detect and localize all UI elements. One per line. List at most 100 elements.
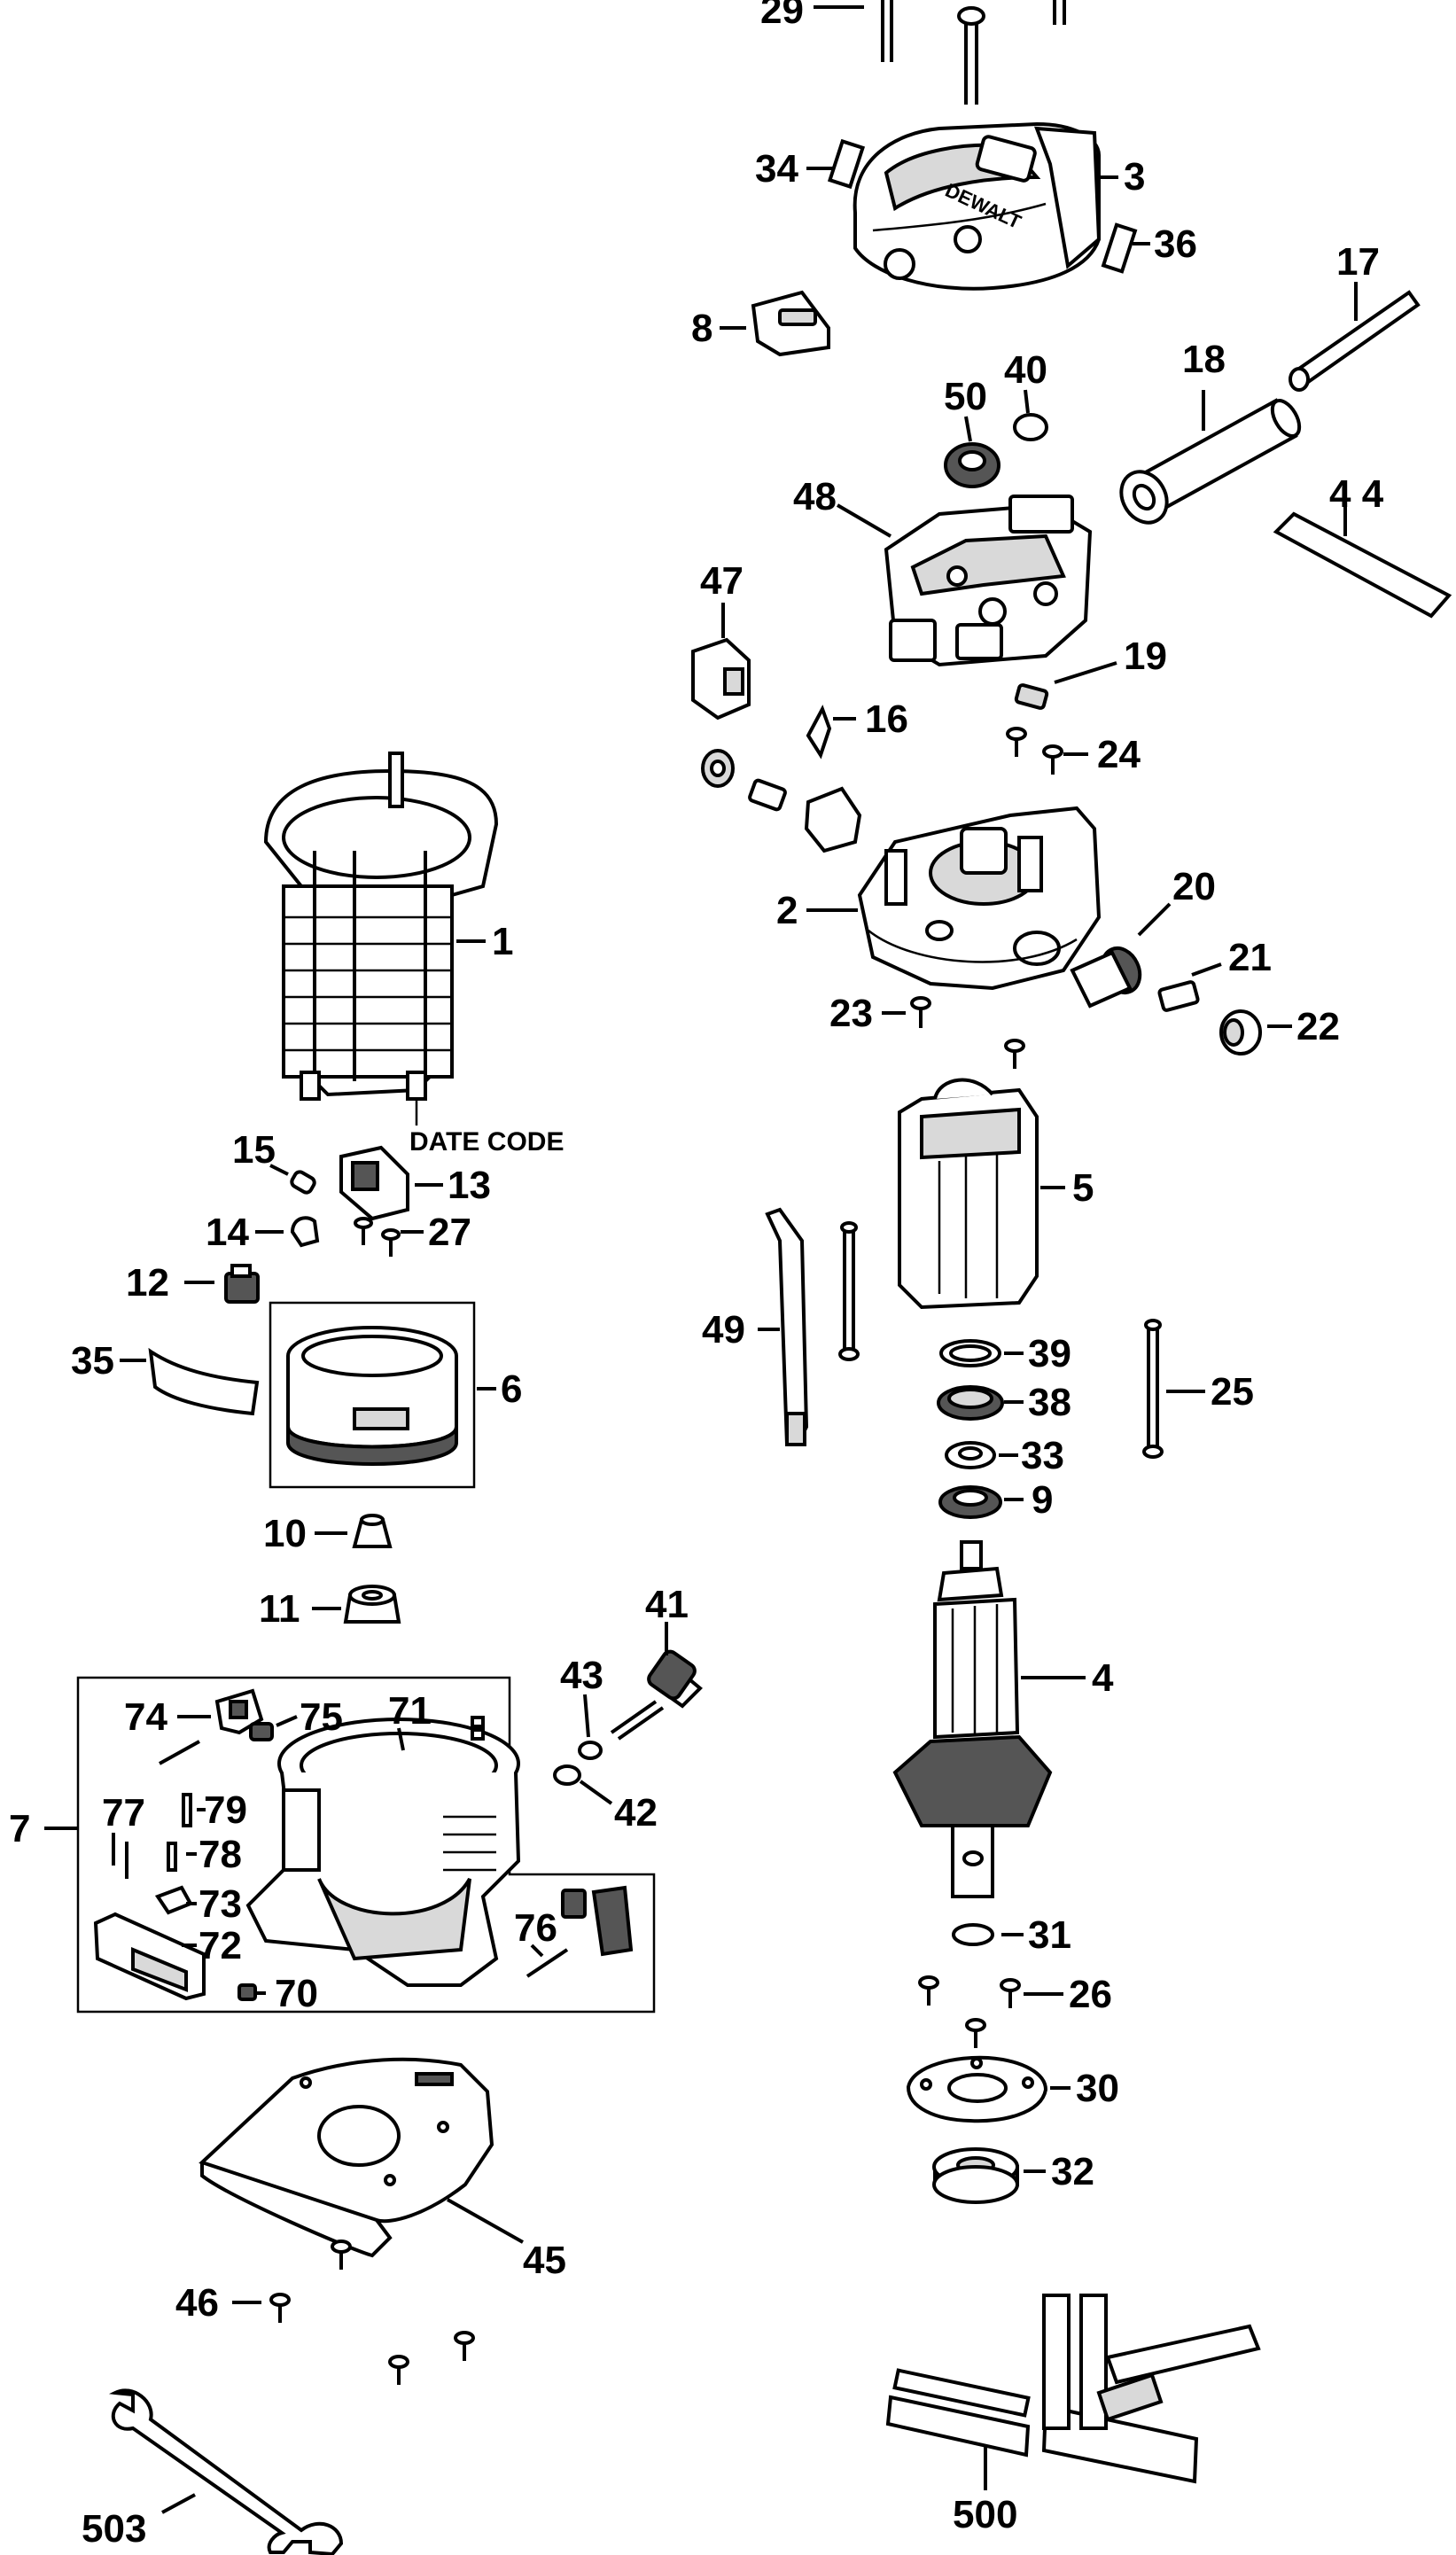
label-4: 4: [1092, 1656, 1114, 1700]
label-49: 49: [702, 1308, 745, 1352]
label-34: 34: [755, 147, 798, 191]
label-70: 70: [275, 1972, 318, 2015]
label-50: 50: [944, 375, 987, 418]
label-17: 17: [1336, 240, 1380, 284]
label-46: 46: [175, 2281, 219, 2325]
part-71-plunge-base: [245, 1716, 521, 1987]
part-70-screw: [237, 1983, 257, 2001]
part-35-label: [148, 1347, 260, 1416]
label-35: 35: [71, 1339, 114, 1383]
label-71: 71: [388, 1689, 432, 1733]
part-72-handle: [93, 1912, 206, 2001]
part-29-rods: [881, 0, 1066, 105]
part-50-gear: [944, 442, 1001, 488]
part-1-fixed-base: [263, 752, 499, 1101]
part-6-adjustment-ring: [286, 1326, 458, 1466]
label-44: 4 4: [1329, 472, 1384, 516]
part-503-wrench: [108, 2388, 344, 2555]
label-1: 1: [492, 920, 513, 963]
label-16: 16: [865, 697, 908, 741]
part-38-bearing-holder: [937, 1385, 1004, 1421]
label-77: 77: [102, 1791, 145, 1834]
label-14: 14: [206, 1211, 249, 1254]
label-40: 40: [1004, 348, 1047, 392]
label-15: 15: [232, 1128, 276, 1172]
label-5: 5: [1072, 1166, 1094, 1210]
part-9-bearing: [938, 1485, 1002, 1519]
part-5-stator: [898, 1078, 1039, 1310]
label-19: 19: [1124, 635, 1167, 678]
label-6: 6: [501, 1367, 522, 1411]
part-25-screw: [1142, 1319, 1164, 1459]
part-32-spacer: [932, 2147, 1019, 2204]
label-79: 79: [204, 1788, 247, 1832]
label-39: 39: [1028, 1332, 1071, 1375]
part-screw-stator-top: [1004, 1039, 1025, 1069]
label-42: 42: [614, 1791, 658, 1834]
label-2: 2: [776, 889, 798, 932]
part-7-assembly-box: [76, 1676, 656, 2014]
part-6-box: [269, 1301, 476, 1489]
part-39-ring: [939, 1339, 1001, 1367]
label-10: 10: [263, 1512, 307, 1555]
date-code-label: DATE CODE: [409, 1127, 564, 1157]
part-48-gear-housing: [884, 495, 1093, 667]
label-26: 26: [1069, 1973, 1112, 2016]
label-43: 43: [560, 1654, 603, 1697]
label-75: 75: [300, 1695, 343, 1739]
label-47: 47: [700, 559, 744, 603]
part-42-washer: [553, 1764, 581, 1786]
label-27: 27: [428, 1211, 471, 1254]
part-76-release: [526, 1885, 634, 1978]
part-44-label: [1273, 511, 1452, 619]
part-27-screws: [354, 1217, 401, 1257]
label-12: 12: [126, 1261, 169, 1305]
part-74-pin: [159, 1740, 200, 1765]
part-19-clip: [1014, 683, 1049, 710]
part-24-screws: [1006, 727, 1063, 775]
part-31-snap-ring: [952, 1923, 994, 1946]
part-2-brush-housing: [857, 806, 1102, 991]
part-13-clamp: [339, 1145, 409, 1221]
label-73: 73: [199, 1882, 242, 1926]
part-30-bearing-plate: [906, 2055, 1048, 2123]
part-16-clip: [806, 705, 832, 759]
part-21-brush: [1157, 980, 1200, 1012]
part-17-rod: [1289, 290, 1421, 392]
label-32: 32: [1051, 2150, 1094, 2193]
part-33-washer: [945, 1441, 996, 1469]
label-48: 48: [793, 475, 837, 518]
part-49-bracket: [765, 1207, 860, 1446]
part-brush-parts-left: [701, 749, 862, 853]
label-78: 78: [199, 1833, 242, 1876]
part-73-latch: [154, 1885, 193, 1915]
part-12-knob: [224, 1264, 260, 1304]
part-10-collet: [352, 1514, 393, 1548]
part-79-pin: [182, 1793, 192, 1827]
label-18: 18: [1182, 338, 1226, 381]
label-31: 31: [1028, 1913, 1071, 1957]
label-41: 41: [645, 1583, 689, 1626]
part-78-pin: [167, 1842, 177, 1872]
part-20-brush-cap: [1070, 946, 1142, 1009]
label-7: 7: [9, 1807, 30, 1850]
label-36: 36: [1154, 222, 1197, 266]
part-75-spring: [249, 1722, 274, 1741]
label-33: 33: [1021, 1434, 1064, 1477]
part-11-collet-nut: [343, 1585, 401, 1624]
label-38: 38: [1028, 1381, 1071, 1424]
label-3: 3: [1124, 155, 1145, 199]
label-72: 72: [199, 1924, 242, 1967]
part-8-switch: [751, 290, 830, 357]
part-14-cam: [290, 1216, 320, 1248]
part-26-screws: [918, 1975, 1021, 2048]
part-18-tube: [1119, 398, 1302, 525]
label-29: 29: [760, 0, 804, 32]
part-23-screw: [910, 996, 931, 1028]
part-36-gasket: [1101, 222, 1138, 274]
part-34-gasket: [827, 138, 866, 190]
part-45-sub-base: [199, 2057, 494, 2258]
part-3-motor-cover: DEWALT: [853, 121, 1102, 291]
part-47-switch-block: [691, 637, 751, 721]
